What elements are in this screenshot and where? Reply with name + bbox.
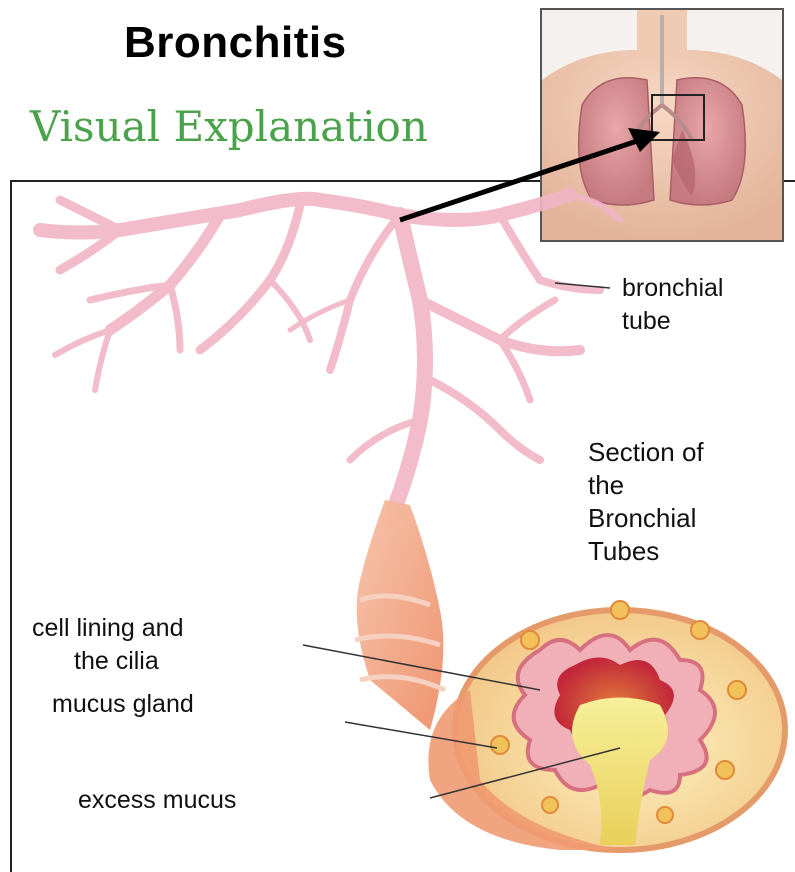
- label-line: Tubes: [588, 535, 704, 568]
- label-line: Section of: [588, 436, 704, 469]
- label-line: tube: [622, 305, 723, 338]
- label-section: Section of the Bronchial Tubes: [588, 436, 704, 568]
- label-cell-lining: cell lining and the cilia: [32, 612, 184, 678]
- label-bronchial-tube: bronchial tube: [622, 272, 723, 338]
- label-line: Bronchial: [588, 502, 704, 535]
- bronchial-tube-segment: [357, 500, 444, 730]
- label-line: bronchial: [622, 272, 723, 305]
- label-line: the: [588, 469, 704, 502]
- label-line: the cilia: [32, 645, 184, 678]
- bronchial-tree: [40, 195, 620, 520]
- label-mucus-gland: mucus gland: [52, 688, 194, 721]
- tube-cross-section: [428, 601, 785, 850]
- label-line: cell lining and: [32, 612, 184, 645]
- label-excess-mucus: excess mucus: [78, 784, 236, 817]
